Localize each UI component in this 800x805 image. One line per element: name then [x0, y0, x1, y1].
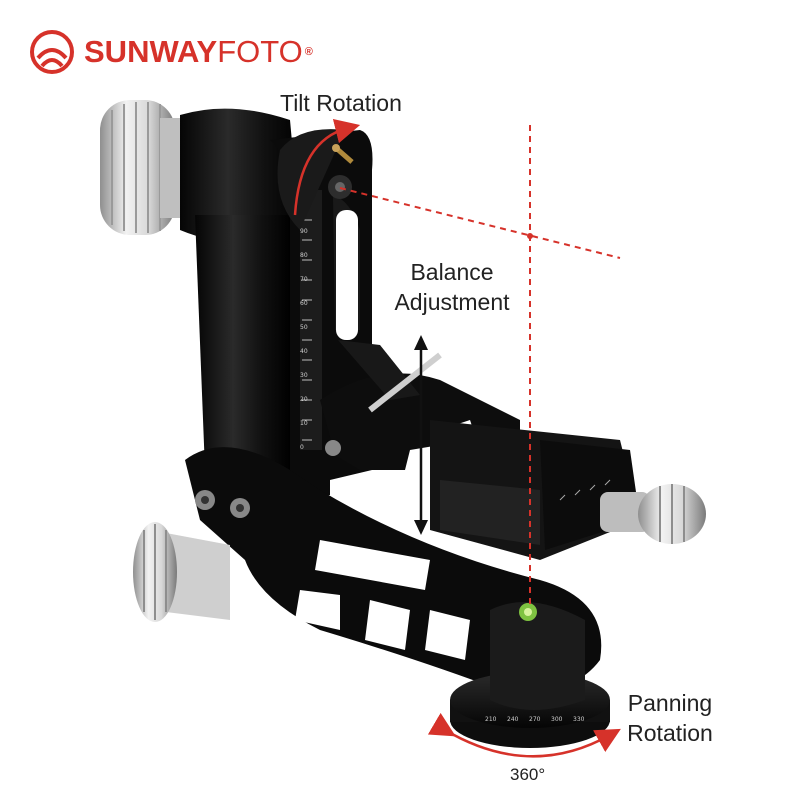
vertical-scale: 90 80 70 60 50 40 30 20 10 0 [300, 228, 320, 458]
panning-degrees-label: 360° [510, 765, 546, 784]
sunwayfoto-logo-icon [30, 30, 74, 74]
panning-label-line2: Rotation [627, 720, 713, 746]
registered-mark: ® [304, 46, 313, 58]
vertical-column [195, 215, 290, 485]
panning-arrow [427, 712, 621, 758]
upper-cylinder [180, 108, 300, 243]
brand-wordmark: SUNWAYFOTO® [84, 32, 313, 72]
base-dial-scale: 210 240 270 300 330 [485, 716, 595, 730]
scale-tick-label: 90 [300, 228, 308, 235]
lower-knob [133, 522, 230, 622]
brand-name-regular: FOTO [217, 34, 303, 69]
reference-axis-lines [339, 125, 621, 605]
scale-tick-label: 20 [300, 396, 308, 403]
scale-tick-label: 0 [300, 444, 304, 451]
panning-rotation-label: Panning Rotation [610, 688, 730, 748]
tilt-rotation-label: Tilt Rotation [280, 90, 402, 116]
clamp-knob [600, 484, 706, 544]
tilt-dial [277, 129, 345, 230]
dial-label: 240 [507, 716, 519, 723]
dial-label: 330 [573, 716, 585, 723]
scale-tick-label: 40 [300, 348, 308, 355]
balance-label-line1: Balance [410, 259, 494, 285]
scale-tick-label: 70 [300, 276, 308, 283]
balance-arrow [414, 335, 428, 535]
balance-adjustment-label: Balance Adjustment [382, 257, 522, 317]
quick-release-clamp [430, 420, 640, 560]
dial-label: 270 [529, 716, 541, 723]
brand-logo: SUNWAYFOTO® [28, 28, 313, 76]
scale-tick-label: 50 [300, 324, 308, 331]
scale-tick-label: 60 [300, 300, 308, 307]
axis-intersection-dot [527, 233, 533, 239]
tilt-arrow [293, 118, 361, 216]
scale-tick-label: 10 [300, 420, 308, 427]
scale-tick-label: 30 [300, 372, 308, 379]
dial-label: 210 [485, 716, 497, 723]
scale-tick-label: 80 [300, 252, 308, 259]
dial-label: 300 [551, 716, 563, 723]
brand-name-bold: SUNWAY [84, 34, 218, 69]
balance-label-line2: Adjustment [394, 289, 510, 315]
top-knob [100, 100, 190, 235]
panning-label-line1: Panning [627, 690, 713, 716]
brass-screw [332, 144, 354, 164]
